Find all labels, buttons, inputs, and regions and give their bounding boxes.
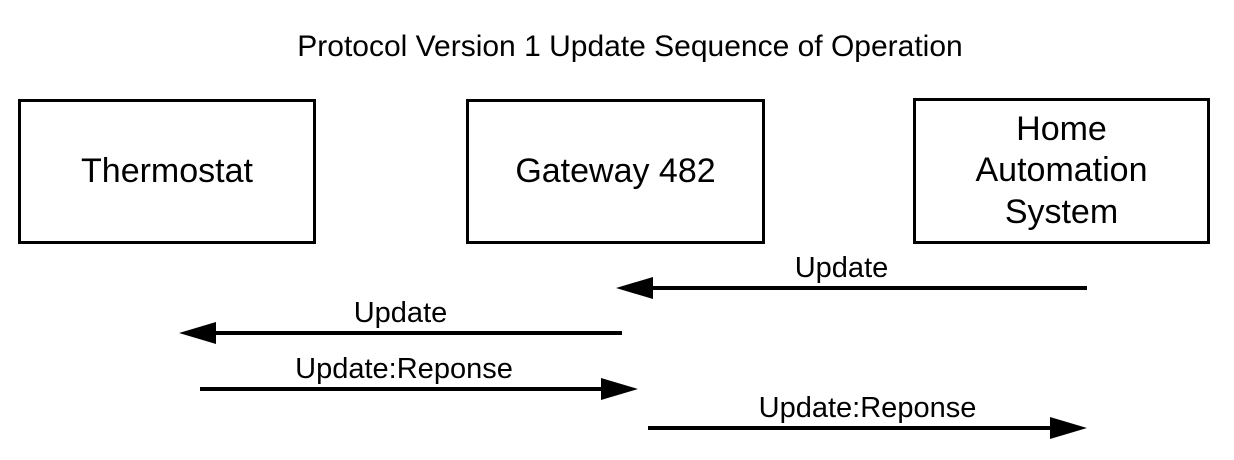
message-arrow-response-gateway-to-has: Update:Reponse xyxy=(648,393,1087,439)
message-label: Update xyxy=(353,297,448,329)
arrow-line xyxy=(648,426,1079,430)
arrow-line xyxy=(187,331,622,335)
participant-box-gateway-482: Gateway 482 xyxy=(466,99,765,244)
message-arrow-response-thermostat-to-gateway: Update:Reponse xyxy=(200,354,638,400)
message-arrow-update-has-to-gateway: Update xyxy=(616,253,1087,299)
participant-box-home-automation-system: Home Automation System xyxy=(913,98,1210,244)
participant-box-thermostat: Thermostat xyxy=(18,99,316,244)
arrow-line xyxy=(200,387,630,391)
message-arrow-update-gateway-to-thermostat: Update xyxy=(179,298,622,344)
arrowhead-right-icon xyxy=(601,378,638,400)
diagram-title: Protocol Version 1 Update Sequence of Op… xyxy=(297,30,963,63)
message-label: Update xyxy=(794,252,889,284)
message-label: Update:Reponse xyxy=(758,392,977,424)
arrowhead-left-icon xyxy=(616,277,653,299)
arrow-line xyxy=(624,286,1087,290)
participant-label-home-automation-system: Home Automation System xyxy=(975,109,1148,231)
participant-label-gateway-482: Gateway 482 xyxy=(515,151,716,190)
arrowhead-right-icon xyxy=(1050,417,1087,439)
message-label: Update:Reponse xyxy=(295,353,513,385)
participant-label-thermostat: Thermostat xyxy=(81,151,253,190)
arrowhead-left-icon xyxy=(179,322,216,344)
